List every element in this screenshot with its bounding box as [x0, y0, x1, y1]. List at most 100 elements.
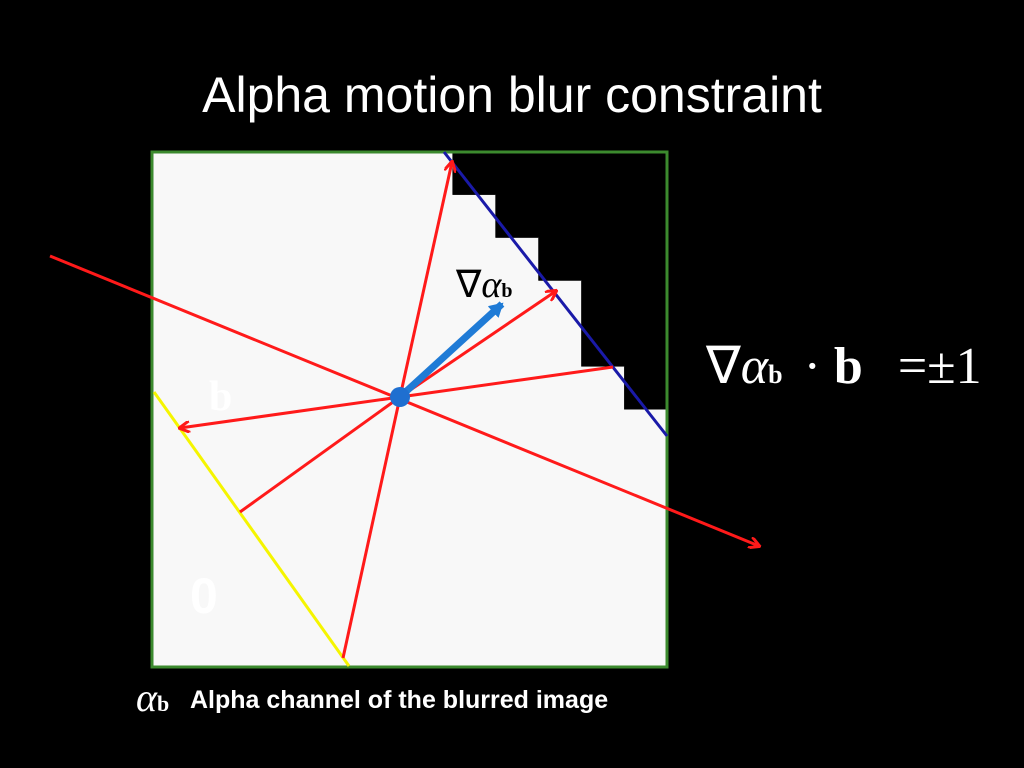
pixel-cell: [152, 452, 196, 496]
pixel-cell: [538, 538, 582, 582]
pixel-cell: [280, 237, 325, 282]
pixel-cell: [624, 237, 667, 282]
pixel-cell: [495, 194, 539, 239]
pixel-cell: [452, 409, 496, 453]
pixel-cell: [624, 495, 667, 539]
pixel-cell: [581, 581, 625, 625]
eq-alpha: α: [740, 338, 769, 395]
pixel-cell: [323, 581, 368, 625]
alpha-subscript: b: [501, 280, 513, 302]
eq-alpha-subscript: b: [768, 360, 783, 389]
pixel-cell: [624, 280, 667, 325]
image-frame: [150, 150, 669, 669]
pixel-cell: [366, 152, 410, 196]
pixel-cell: [194, 538, 239, 582]
blurred-alpha-image: [152, 152, 667, 667]
red-ray-right: [399, 365, 614, 399]
pixel-cell: [280, 280, 325, 325]
pixel-cell: [366, 323, 410, 368]
pixel-cell: [581, 280, 625, 325]
pixel-cell: [452, 624, 496, 667]
b-vector-arrow: [180, 395, 401, 428]
pixel-cell: [366, 624, 410, 667]
red-ray-upper-right: [399, 291, 556, 399]
pixel-cell: [409, 280, 453, 325]
pixel-cell: [624, 194, 667, 239]
pixel-cell: [280, 495, 325, 539]
pixel-cell: [495, 152, 539, 196]
pixel-cell: [237, 237, 282, 282]
red-ray-lower-left: [239, 395, 401, 514]
pixel-cell: [409, 409, 453, 453]
pixel-cell: [194, 624, 239, 667]
pixel-cell: [409, 538, 453, 582]
pixel-cell: [495, 538, 539, 582]
pixel-cell: [538, 495, 582, 539]
pixel-cell: [452, 237, 496, 282]
pixel-cell: [323, 237, 368, 282]
pixel-cell: [152, 409, 196, 453]
center-pixel-dot: [390, 387, 410, 407]
pixel-cell: [624, 538, 667, 582]
pixel-cell: [152, 194, 196, 239]
pixel-cell: [366, 581, 410, 625]
gradient-alpha-label: ∇αb: [456, 262, 513, 307]
pixel-cell: [366, 237, 410, 282]
caption-alpha: α: [136, 675, 157, 720]
pixel-cell: [152, 581, 196, 625]
pixel-cell: [366, 194, 410, 239]
constraint-equation: ∇αb · b =±1: [706, 336, 982, 396]
pixel-cell: [409, 581, 453, 625]
nabla-symbol: ∇: [456, 264, 482, 306]
pixel-cell: [624, 452, 667, 496]
pixel-cell: [237, 452, 282, 496]
pixel-cell: [366, 280, 410, 325]
pixel-cell: [323, 280, 368, 325]
pixel-cell: [624, 581, 667, 625]
pixel-cell: [366, 452, 410, 496]
pixel-cell: [194, 409, 239, 453]
pixel-cell: [409, 624, 453, 667]
pixel-cell: [409, 194, 453, 239]
pixel-cell: [237, 323, 282, 368]
pixel-cell: [237, 495, 282, 539]
pixel-cell: [581, 194, 625, 239]
pixel-cell: [538, 624, 582, 667]
pixel-cell: [624, 152, 667, 196]
pixel-cell: [280, 538, 325, 582]
pixel-cell: [194, 194, 239, 239]
pixel-cell: [194, 237, 239, 282]
gradient-arrow: [397, 301, 505, 400]
pixel-cell: [280, 366, 325, 410]
pixel-cell: [452, 452, 496, 496]
pixel-cell: [538, 237, 582, 282]
pixel-cell: [452, 495, 496, 539]
pixel-cell: [624, 624, 667, 667]
pixel-cell: [581, 409, 625, 453]
pixel-cell: [452, 538, 496, 582]
pixel-cell: [495, 624, 539, 667]
pixel-cell: [237, 624, 282, 667]
pixel-cell: [366, 538, 410, 582]
pixel-cell: [452, 581, 496, 625]
pixel-cell: [538, 152, 582, 196]
caption-text: Alpha channel of the blurred image: [190, 686, 609, 714]
pixel-cell: [323, 323, 368, 368]
pixel-cell: [152, 323, 196, 368]
pixel-cell: [538, 323, 582, 368]
pixel-cell: [280, 452, 325, 496]
pixel-cell: [581, 152, 625, 196]
pixel-cell: [581, 624, 625, 667]
alpha-symbol: α: [481, 264, 502, 306]
pixel-cell: [581, 538, 625, 582]
pixel-cell: [323, 152, 368, 196]
pixel-cell: [495, 581, 539, 625]
eq-nabla: ∇: [706, 338, 741, 395]
pixel-cell: [237, 366, 282, 410]
pixel-cell: [152, 538, 196, 582]
pixel-cell: [152, 624, 196, 667]
pixel-cell: [152, 495, 196, 539]
pixel-cell: [323, 495, 368, 539]
alpha-zero-boundary-line: [152, 391, 351, 667]
pixel-cell: [280, 624, 325, 667]
